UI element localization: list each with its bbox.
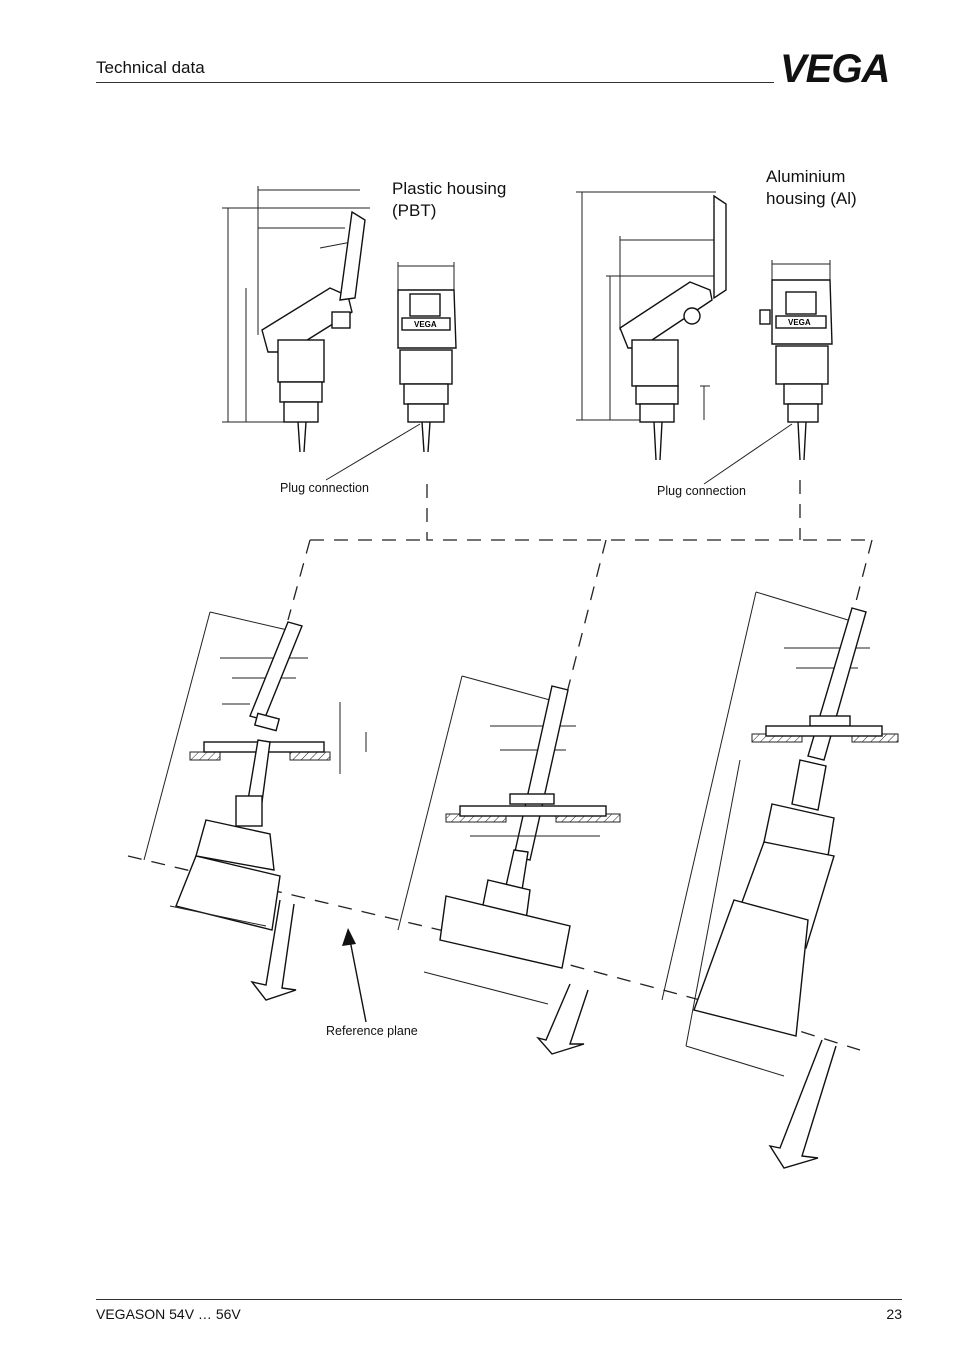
plastic-housing-label: Plastic housing (PBT) bbox=[392, 178, 506, 222]
plug-connection-label-left: Plug connection bbox=[280, 481, 369, 495]
header-rule bbox=[96, 82, 774, 83]
vega-logo: VEGA bbox=[780, 50, 890, 86]
reference-plane-label: Reference plane bbox=[326, 1024, 418, 1038]
plug-connection-label-right: Plug connection bbox=[657, 484, 746, 498]
lower-middle-instrument bbox=[397, 675, 621, 1055]
footer-page-number: 23 bbox=[886, 1306, 902, 1322]
aluminium-housing-front-view: VEGA bbox=[759, 260, 833, 461]
plastic-housing-side-view bbox=[222, 186, 370, 453]
svg-text:VEGA: VEGA bbox=[780, 50, 889, 86]
aluminium-housing-label-line1: Aluminium bbox=[766, 167, 846, 186]
footer-rule bbox=[96, 1299, 902, 1300]
lower-right-instrument bbox=[661, 591, 899, 1169]
footer-product-name: VEGASON 54V … 56V bbox=[96, 1306, 241, 1322]
plastic-housing-label-line1: Plastic housing bbox=[392, 179, 507, 198]
plastic-housing-label-line2: (PBT) bbox=[392, 201, 437, 220]
svg-text:VEGA: VEGA bbox=[414, 320, 437, 329]
aluminium-housing-label: Aluminium housing (Al) bbox=[766, 166, 857, 210]
lower-left-instrument bbox=[143, 611, 367, 1001]
plastic-housing-front-view: VEGA bbox=[397, 262, 457, 453]
svg-text:VEGA: VEGA bbox=[788, 318, 811, 327]
aluminium-housing-label-line2: housing (Al) bbox=[766, 189, 857, 208]
page-header-title: Technical data bbox=[96, 58, 205, 77]
aluminium-housing-side-view bbox=[576, 191, 727, 461]
